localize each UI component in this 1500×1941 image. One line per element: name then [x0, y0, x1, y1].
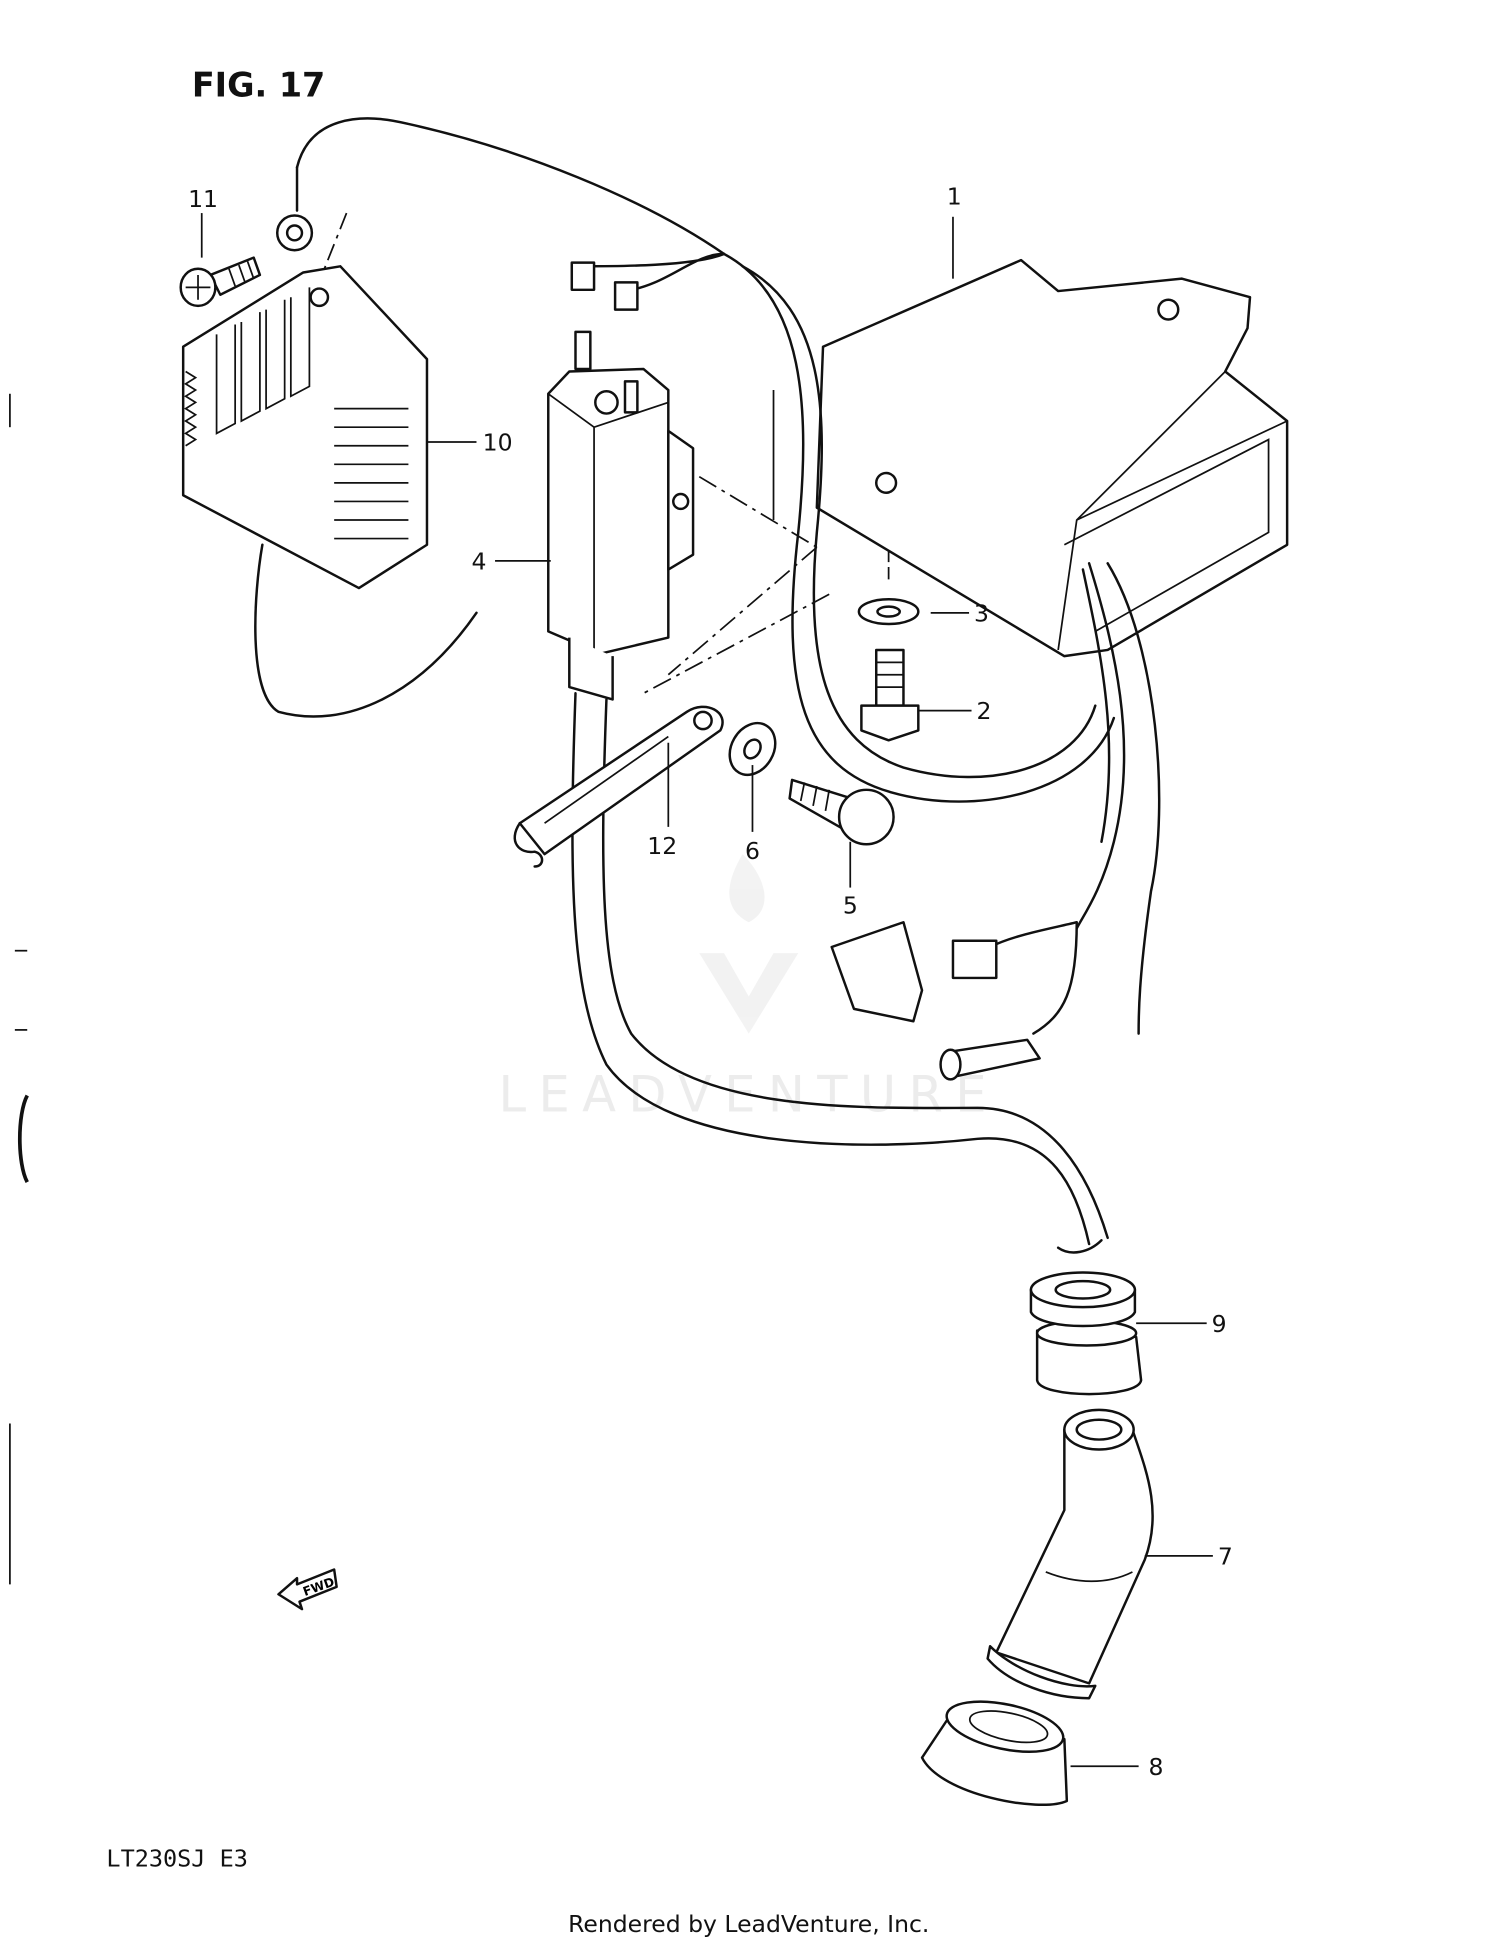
grommet-icon	[1029, 1271, 1143, 1396]
bolt-icon	[860, 648, 920, 742]
callout-5: 5	[843, 892, 858, 920]
watermark-logo-icon	[699, 854, 799, 1034]
bolt-icon	[788, 778, 895, 846]
ground-wire	[275, 117, 726, 323]
render-credit: Rendered by LeadVenture, Inc.	[568, 1910, 929, 1938]
callout-2: 2	[976, 697, 991, 725]
figure-title: FIG. 17	[192, 66, 325, 105]
regulator-rectifier-icon	[181, 265, 478, 718]
washer-icon	[728, 721, 777, 777]
callout-11: 11	[188, 185, 218, 213]
igniter-unit-icon	[772, 258, 1289, 658]
callout-leaders	[200, 213, 1213, 1768]
boot-icon	[986, 1408, 1154, 1700]
screw-icon	[179, 256, 262, 308]
assembly-line	[643, 546, 830, 695]
callout-3: 3	[974, 599, 989, 627]
callout-8: 8	[1149, 1753, 1164, 1781]
clamp-icon	[513, 705, 724, 868]
forward-direction-arrow-icon: FWD	[277, 1568, 338, 1611]
callout-10: 10	[483, 429, 513, 457]
callout-6: 6	[745, 837, 760, 865]
callout-1: 1	[947, 182, 962, 210]
scan-edge-marks	[9, 393, 29, 1585]
washer-icon	[857, 597, 920, 626]
callout-7: 7	[1218, 1543, 1233, 1571]
callout-9: 9	[1212, 1310, 1227, 1338]
ignition-coil-icon	[547, 330, 1109, 1254]
igniter-wire-harness	[570, 252, 1161, 1081]
callout-12: 12	[647, 832, 677, 860]
callout-4: 4	[472, 548, 487, 576]
model-code: LT230SJ E3	[106, 1845, 247, 1873]
cap-icon	[920, 1700, 1069, 1806]
